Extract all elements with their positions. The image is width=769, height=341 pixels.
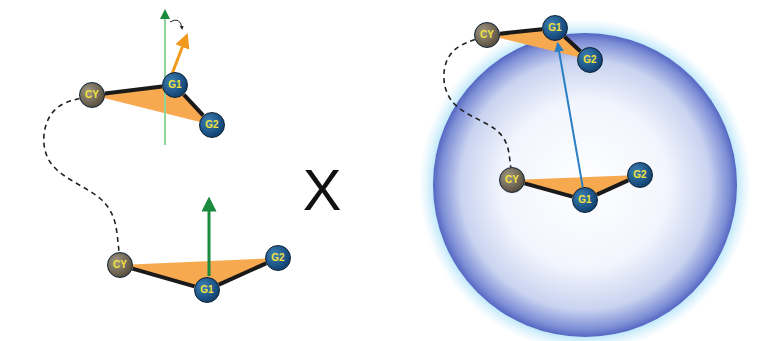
- bead-circle: CY: [79, 82, 105, 108]
- bond-line: [105, 87, 162, 94]
- bead-circle: G2: [199, 112, 225, 138]
- bond-line: [132, 269, 194, 287]
- bond-line: [597, 180, 628, 194]
- bead-circle: G1: [194, 277, 220, 303]
- rotation-arrow: [170, 20, 182, 28]
- bead-label: CY: [505, 175, 519, 185]
- bead-circle: CY: [474, 22, 500, 48]
- bead-circle: G2: [265, 245, 291, 271]
- bond-line: [525, 183, 573, 196]
- bead-label: G1: [578, 195, 591, 205]
- bead-circle: CY: [107, 252, 133, 278]
- bead-circle: G1: [162, 72, 188, 98]
- chain-linker: [44, 98, 119, 252]
- bead-label: CY: [85, 90, 99, 100]
- orientation-arrow: [172, 40, 185, 74]
- bead-label: G1: [548, 23, 561, 33]
- bead-circle: G1: [572, 187, 598, 213]
- cross-label: X: [303, 161, 342, 219]
- bead-label: CY: [480, 30, 494, 40]
- bead-triangle: [487, 28, 590, 60]
- bead-label: G2: [633, 170, 646, 180]
- bead-label: G1: [200, 285, 213, 295]
- solvent-sphere: [433, 33, 737, 337]
- bead-label: G2: [271, 253, 284, 263]
- chain-linker: [444, 40, 511, 167]
- bond-line: [565, 37, 581, 51]
- bond-line: [219, 263, 266, 284]
- bead-triangle: [92, 85, 212, 125]
- bead-label: G2: [583, 55, 596, 65]
- sphere-glow: [419, 19, 751, 341]
- bead-label: G2: [205, 120, 218, 130]
- bead-label: G1: [168, 80, 181, 90]
- bond-line: [184, 95, 203, 116]
- bead-circle: CY: [499, 167, 525, 193]
- bead-circle: G1: [542, 15, 568, 41]
- bead-circle: G2: [577, 47, 603, 73]
- bead-circle: G2: [627, 162, 653, 188]
- bond-line: [500, 29, 542, 33]
- bead-label: CY: [113, 260, 127, 270]
- orientation-arrow: [208, 204, 211, 276]
